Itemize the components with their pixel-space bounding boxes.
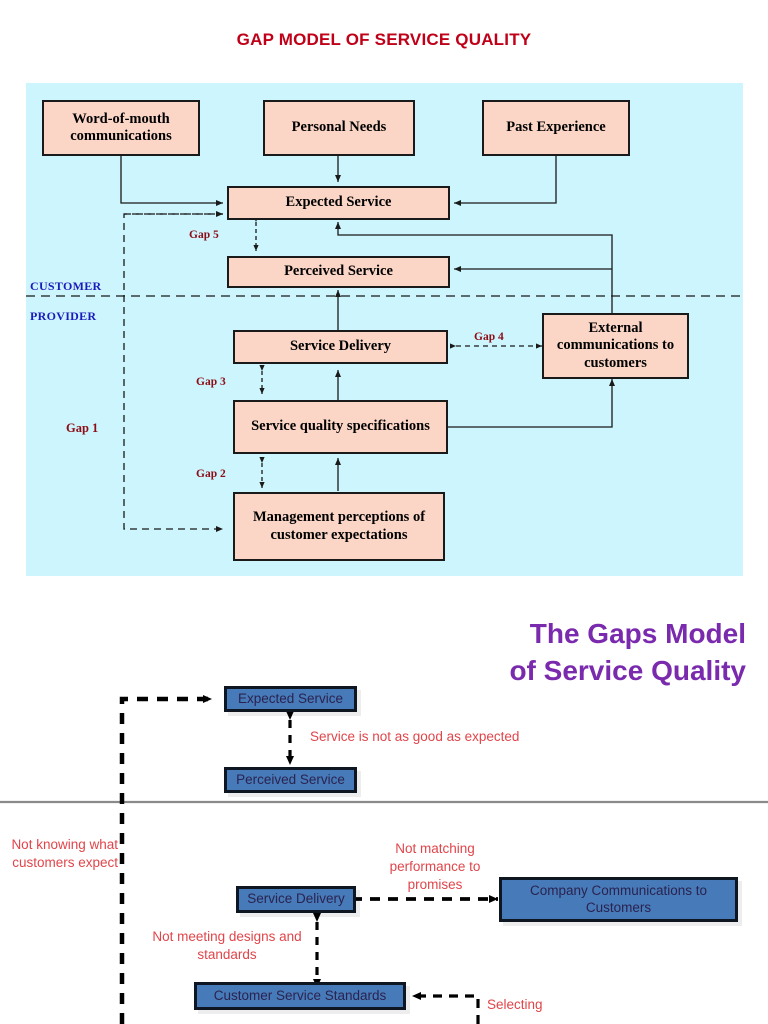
box-personal-needs[interactable]: Personal Needs (263, 100, 415, 156)
box-word-of-mouth[interactable]: Word-of-mouth communications (42, 100, 200, 156)
box-external-communications[interactable]: External communications to customers (542, 313, 689, 379)
label-gap-2: Gap 2 (196, 468, 226, 480)
note-gap-2: Selecting (487, 997, 543, 1012)
box-past-experience[interactable]: Past Experience (482, 100, 630, 156)
note-gap-5: Service is not as good as expected (310, 729, 520, 744)
bottom-box-company-communications[interactable]: Company Communications to Customers (499, 877, 738, 922)
label-gap-4: Gap 4 (474, 331, 504, 343)
label-gap-5: Gap 5 (189, 229, 219, 241)
gaps-model-title: The Gaps Model of Service Quality (509, 618, 746, 686)
box-service-quality-specifications[interactable]: Service quality specifications (233, 400, 448, 454)
label-gap-1: Gap 1 (66, 421, 99, 435)
bottom-box-expected-service[interactable]: Expected Service (224, 686, 357, 712)
label-provider: PROVIDER (30, 309, 97, 323)
label-gap-3: Gap 3 (196, 376, 226, 388)
label-customer: CUSTOMER (30, 279, 102, 293)
note-gap-4: Not matching performance to promises (389, 841, 481, 892)
bottom-diagram-connectors (0, 695, 768, 1024)
bottom-box-customer-service-standards[interactable]: Customer Service Standards (194, 982, 406, 1010)
box-perceived-service[interactable]: Perceived Service (227, 256, 450, 288)
bottom-box-service-delivery[interactable]: Service Delivery (236, 886, 356, 913)
top-diagram-connectors (26, 155, 743, 532)
note-gap-3: Not meeting designs and standards (152, 929, 302, 962)
page-title: GAP MODEL OF SERVICE QUALITY (236, 30, 532, 49)
box-service-delivery[interactable]: Service Delivery (233, 330, 448, 364)
box-management-perceptions[interactable]: Management perceptions of customer expec… (233, 492, 445, 561)
bottom-box-perceived-service[interactable]: Perceived Service (224, 767, 357, 793)
box-expected-service[interactable]: Expected Service (227, 186, 450, 220)
note-gap-1: Not knowing what customers expect (11, 837, 118, 870)
gap-model-diagram: Word-of-mouth communications Personal Ne… (26, 83, 743, 576)
